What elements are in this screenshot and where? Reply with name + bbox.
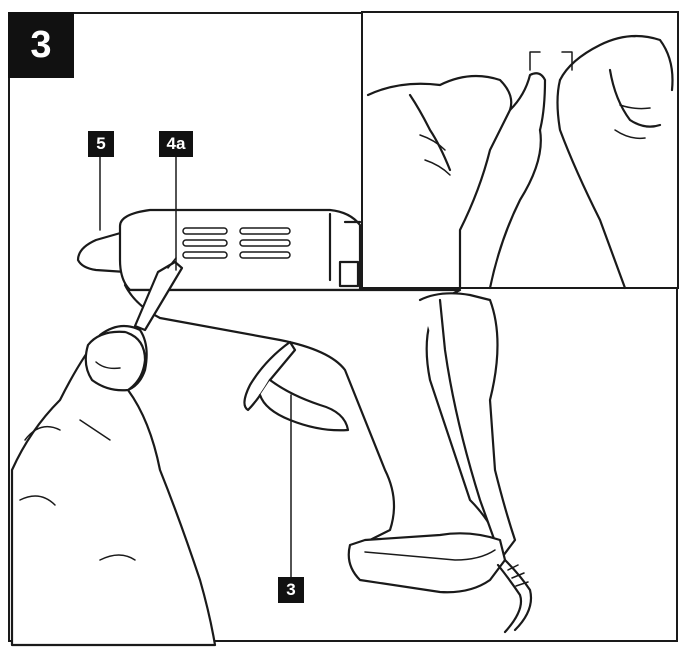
vent-slots bbox=[182, 227, 291, 259]
callout-glue-stick-label: 4a bbox=[159, 131, 193, 157]
callout-nozzle-label: 5 bbox=[88, 131, 114, 157]
leader-lines bbox=[99, 156, 292, 578]
callout-trigger-label: 3 bbox=[278, 577, 304, 603]
hand bbox=[10, 324, 217, 647]
inset-panel bbox=[361, 11, 679, 290]
step-number-badge: 3 bbox=[8, 12, 74, 78]
glue-gun bbox=[76, 208, 533, 634]
